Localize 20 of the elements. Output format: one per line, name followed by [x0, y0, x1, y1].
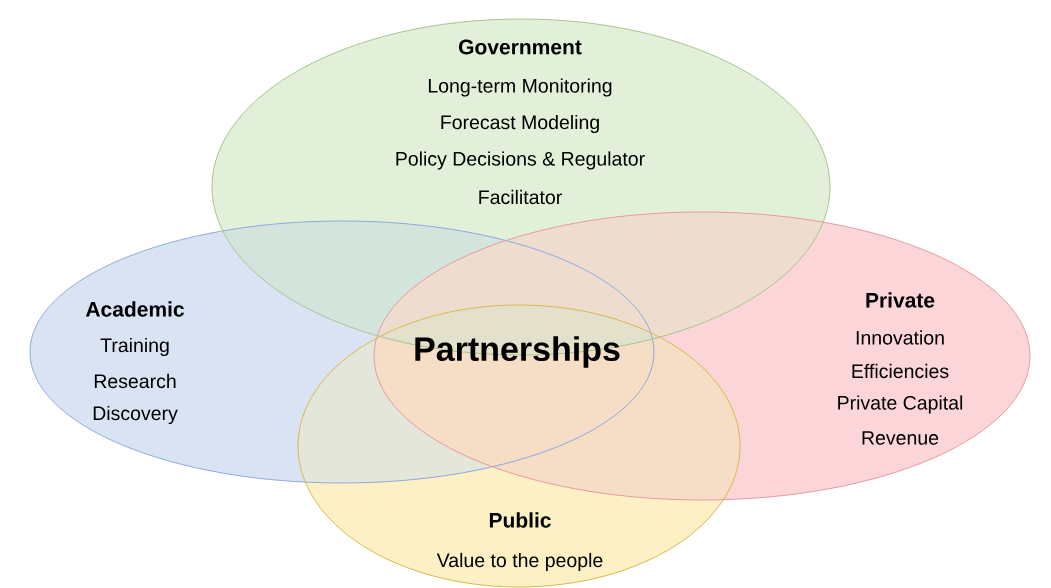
venn-ellipse — [373, 211, 1031, 501]
ellipse-text: Policy Decisions & Regulator — [396, 151, 645, 170]
ellipse-heading: Government — [459, 39, 582, 55]
ellipse-text: Revenue — [862, 431, 939, 445]
venn-ellipse — [297, 304, 741, 588]
ellipse-text: Innovation — [856, 330, 944, 345]
ellipse-heading: Public — [489, 512, 551, 528]
ellipse-text: Efficiencies — [852, 363, 949, 379]
ellipse-text: Discovery — [93, 405, 178, 425]
ellipse-text: Long-term Monitoring — [428, 78, 612, 97]
ellipse-text: Forecast Modeling — [441, 114, 599, 134]
ellipse-heading: Private — [866, 292, 935, 308]
ellipse-text: Value to the people — [436, 552, 603, 572]
venn-ellipse — [29, 220, 655, 484]
ellipse-text: Training — [100, 337, 169, 357]
ellipse-text: Private Capital — [838, 395, 963, 414]
ellipse-text: Research — [94, 373, 176, 389]
ellipse-heading: Academic — [85, 301, 184, 317]
center-label: Partnerships — [415, 336, 620, 368]
ellipse-text: Facilitator — [479, 189, 562, 205]
